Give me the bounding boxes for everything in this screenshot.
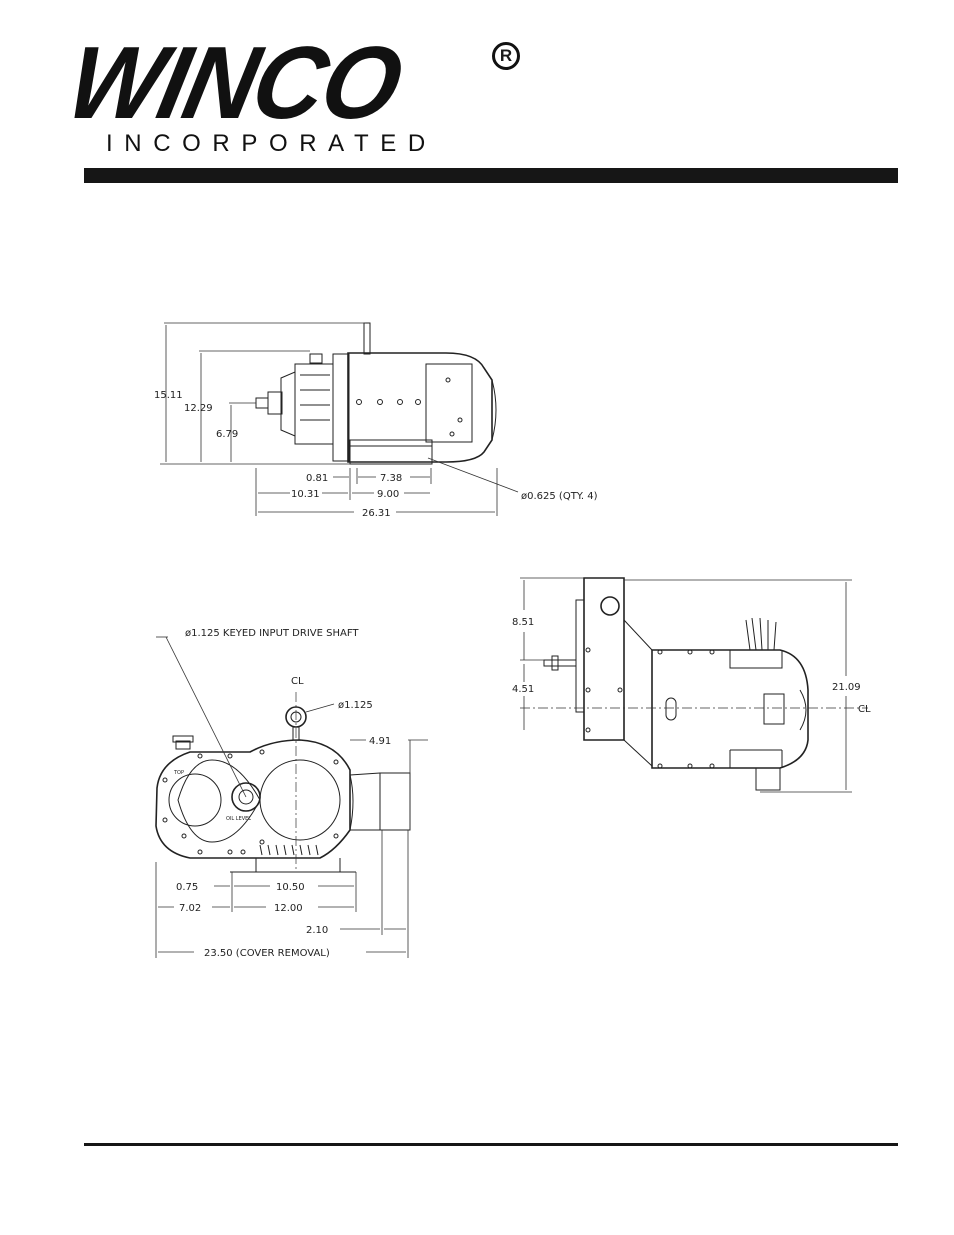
top-view-body [255,322,497,465]
dim-4-91: 4.91 [369,736,391,747]
oil-level-label: OIL LEVEL [226,816,251,822]
front-centerline-label: CL [291,676,304,687]
side-view-body [543,577,809,791]
shaft-note: ø1.125 KEYED INPUT DRIVE SHAFT [185,628,359,639]
dim-26-31: 26.31 [362,508,391,519]
front-view-body [155,706,411,873]
dim-7-38: 7.38 [380,473,402,484]
top-view: 15.11 12.29 6.79 0.81 7.38 10.31 9.00 26… [154,322,598,519]
dim-6-79: 6.79 [216,429,238,440]
dim-4-51: 4.51 [512,684,534,695]
dim-9-00: 9.00 [377,489,399,500]
dim-21-09: 21.09 [832,682,861,693]
header-bar [84,168,898,183]
logo-subtitle: INCORPORATED [106,130,437,157]
dim-0-81: 0.81 [306,473,328,484]
top-plate-label: TOP [173,770,184,776]
dim-7-02: 7.02 [179,903,201,914]
dim-15-11: 15.11 [154,390,183,401]
dim-8-51: 8.51 [512,617,534,628]
registered-mark-icon: R [492,42,520,70]
dim-10-31: 10.31 [291,489,320,500]
hole-note: ø0.625 (QTY. 4) [521,491,598,502]
dim-2-10: 2.10 [306,925,328,936]
side-view: CL 8.51 4.51 21.09 [512,577,871,793]
dim-23-50: 23.50 (COVER REMOVAL) [204,948,330,959]
eye-dia-note: ø1.125 [338,700,373,711]
footer-rule [84,1143,898,1146]
dim-0-75: 0.75 [176,882,198,893]
dim-12-29: 12.29 [184,403,213,414]
side-centerline-label: CL [858,704,871,715]
front-view: ø1.125 KEYED INPUT DRIVE SHAFT CL ø1.125… [155,628,428,959]
winco-logo: WINCO INCORPORATED [58,24,530,163]
dim-10-50: 10.50 [276,882,305,893]
dim-12-00: 12.00 [274,903,303,914]
